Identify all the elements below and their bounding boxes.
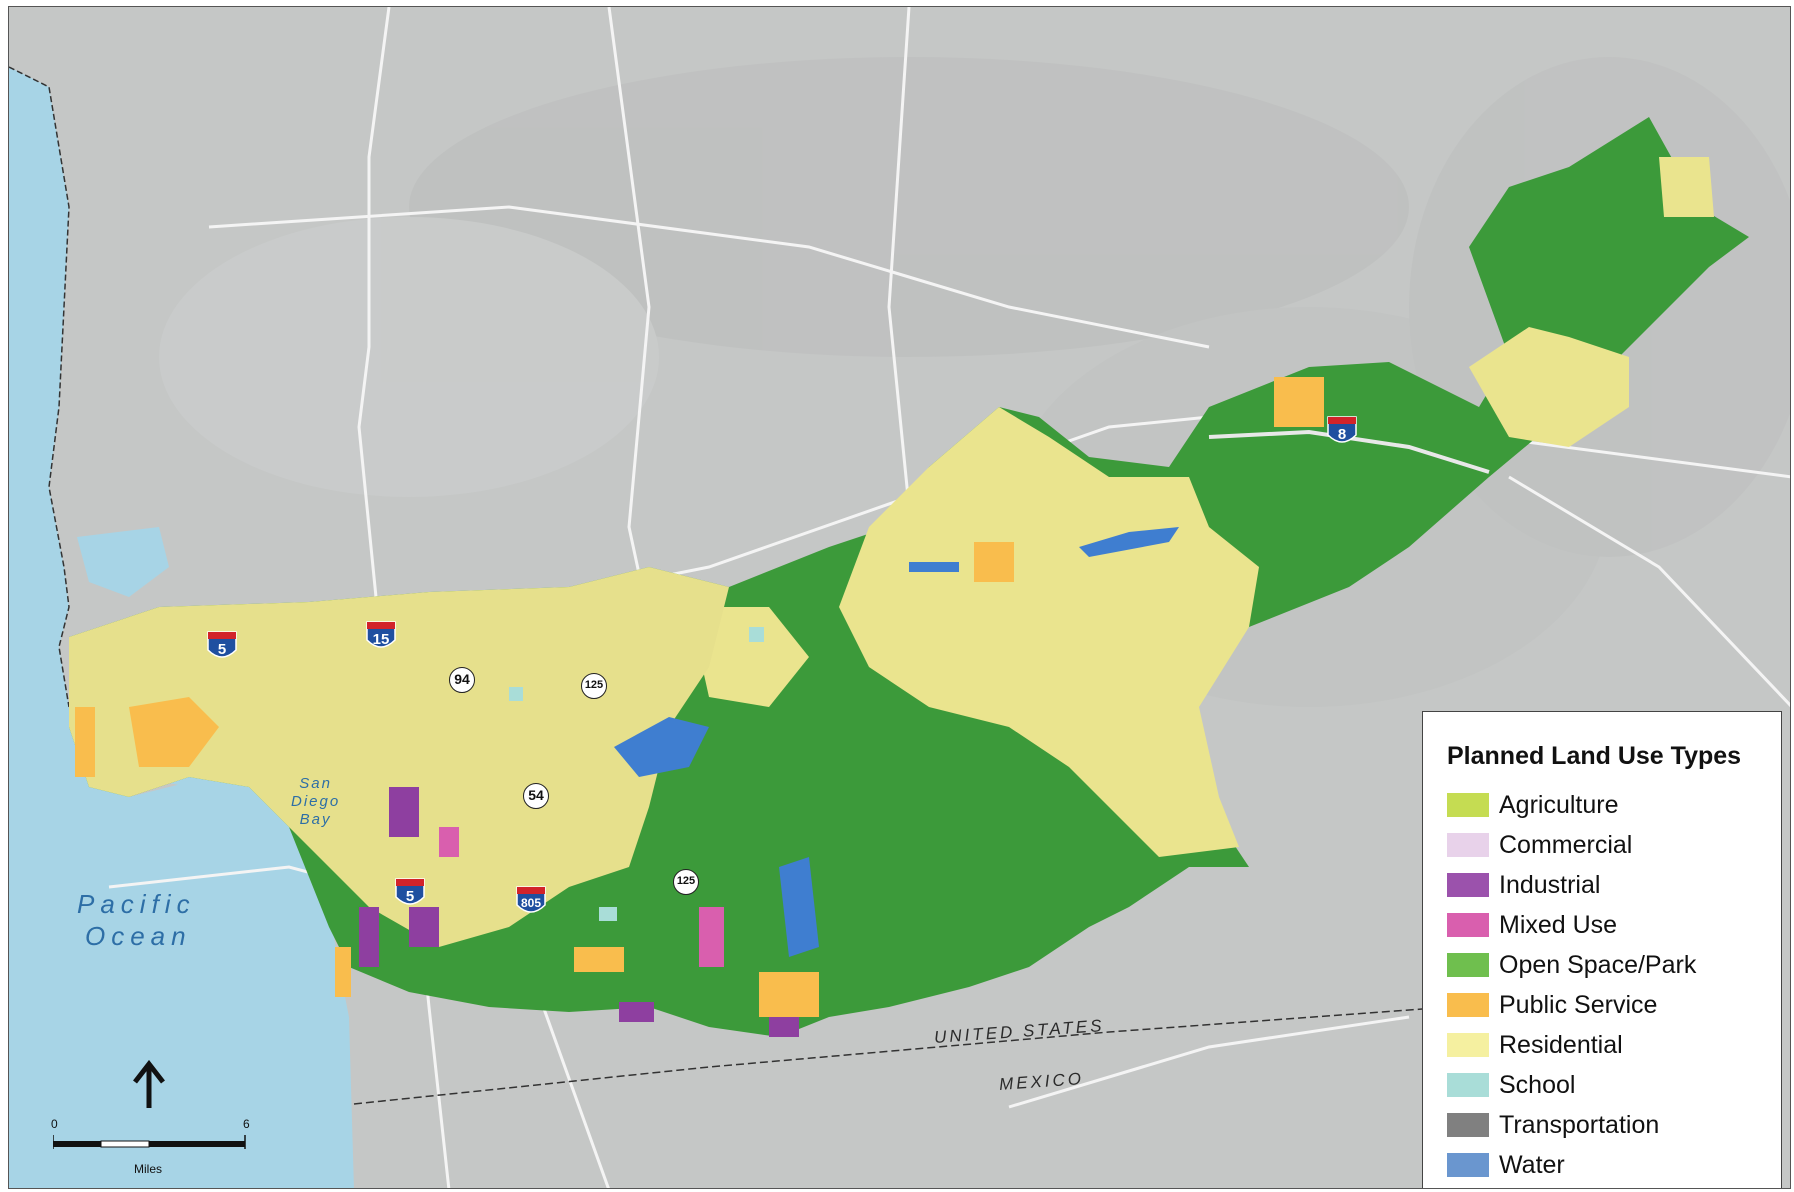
interstate-8-line <box>1208 429 1490 474</box>
land-use-public-service-patches <box>75 377 1324 1017</box>
legend-item-commercial: Commercial <box>1447 825 1781 865</box>
legend-item-industrial: Industrial <box>1447 865 1781 905</box>
legend-label: Public Service <box>1499 990 1658 1019</box>
legend-item-open-space-park: Open Space/Park <box>1447 945 1781 985</box>
ocean-label-line2: Ocean <box>85 921 192 951</box>
county-boundary-coast <box>9 66 70 708</box>
land-use-water-patches <box>614 527 1179 957</box>
land-use-industrial-patches <box>359 787 799 1037</box>
legend-item-mixed-use: Mixed Use <box>1447 905 1781 945</box>
scale-max-label: 6 <box>243 1117 250 1131</box>
land-use-residential-central <box>689 607 809 707</box>
legend-swatch-commercial <box>1447 833 1489 857</box>
interstate-shield-icon <box>366 621 396 648</box>
pacific-ocean <box>9 67 354 1188</box>
interstate-shield-icon <box>207 631 237 658</box>
mission-bay <box>77 527 169 597</box>
legend-item-agriculture: Agriculture <box>1447 785 1781 825</box>
legend-label: Water <box>1499 1150 1565 1179</box>
scale-bar: 0 6 Miles <box>49 1117 259 1177</box>
ocean-label: Ocean <box>85 921 192 952</box>
interstate-shield-icon <box>1327 416 1357 443</box>
legend-item-water: Water <box>1447 1145 1781 1185</box>
legend-label: School <box>1499 1070 1576 1099</box>
interstate-number: 5 <box>217 641 227 658</box>
interstate-number: 15 <box>372 631 390 648</box>
legend-label: Transportation <box>1499 1110 1660 1139</box>
legend-swatch-water <box>1447 1153 1489 1177</box>
land-use-residential-east <box>839 407 1259 857</box>
us-mexico-border <box>353 1008 1423 1105</box>
interstate-shield-icon <box>516 886 546 913</box>
map-canvas[interactable] <box>9 7 1791 1189</box>
legend-item-transportation: Transportation <box>1447 1105 1781 1145</box>
state-route-125-north-marker[interactable]: 125 <box>581 673 607 699</box>
land-use-mixed-use-patches <box>439 827 724 967</box>
legend-label: Agriculture <box>1499 790 1619 819</box>
legend-swatch-industrial <box>1447 873 1489 897</box>
legend-swatch-agriculture <box>1447 793 1489 817</box>
scale-min-label: 0 <box>51 1117 58 1131</box>
scale-unit-label: Miles <box>134 1162 163 1176</box>
legend-label: Commercial <box>1499 830 1633 859</box>
legend-swatch-public-service <box>1447 993 1489 1017</box>
ocean-label-line1: Pacific <box>77 889 196 919</box>
land-use-school-patches <box>509 627 764 921</box>
pacific-ocean-label: Pacific <box>77 889 196 920</box>
legend-label: Industrial <box>1499 870 1601 899</box>
san-diego-bay-label: San Diego Bay <box>291 775 340 829</box>
land-use-residential-northeast <box>1469 327 1629 447</box>
interstate-15-shield[interactable]: 15 <box>365 620 397 654</box>
scale-bar-graphic <box>53 1135 246 1149</box>
legend-swatch-residential <box>1447 1033 1489 1057</box>
legend-swatch-transportation <box>1447 1113 1489 1137</box>
state-route-125-south-marker[interactable]: 125 <box>673 869 699 895</box>
land-use-residential-urban <box>69 567 729 947</box>
legend-label: Mixed Use <box>1499 910 1618 939</box>
legend-swatch-mixed-use <box>1447 913 1489 937</box>
bay-label-line1: San <box>299 775 332 792</box>
legend-item-school: School <box>1447 1065 1781 1105</box>
legend-swatch-open-space-park <box>1447 953 1489 977</box>
map-frame[interactable]: Pacific Ocean San Diego Bay UNITED STATE… <box>8 6 1791 1189</box>
bay-label-line2: Diego <box>291 793 341 810</box>
interstate-805-shield[interactable]: 805 <box>515 885 547 919</box>
land-use-residential-ne-block <box>1659 157 1714 217</box>
legend: Planned Land Use Types Agriculture Comme… <box>1422 711 1782 1188</box>
legend-label: Residential <box>1499 1030 1623 1059</box>
legend-label: Open Space/Park <box>1499 950 1697 979</box>
bay-label-line3: Bay <box>299 811 332 828</box>
interstate-5-south-shield[interactable]: 5 <box>394 877 426 911</box>
state-route-94-marker[interactable]: 94 <box>449 667 475 693</box>
state-route-54-marker[interactable]: 54 <box>523 783 549 809</box>
interstate-shield-icon <box>395 878 425 905</box>
legend-item-public-service: Public Service <box>1447 985 1781 1025</box>
legend-title: Planned Land Use Types <box>1447 742 1742 770</box>
legend-item-residential: Residential <box>1447 1025 1781 1065</box>
north-arrow-icon <box>133 1060 165 1108</box>
interstate-5-north-shield[interactable]: 5 <box>206 630 238 664</box>
interstate-number: 8 <box>1337 426 1347 443</box>
interstate-number: 805 <box>520 896 542 910</box>
interstate-8-shield[interactable]: 8 <box>1326 415 1358 449</box>
legend-swatch-school <box>1447 1073 1489 1097</box>
interstate-number: 5 <box>405 888 415 905</box>
